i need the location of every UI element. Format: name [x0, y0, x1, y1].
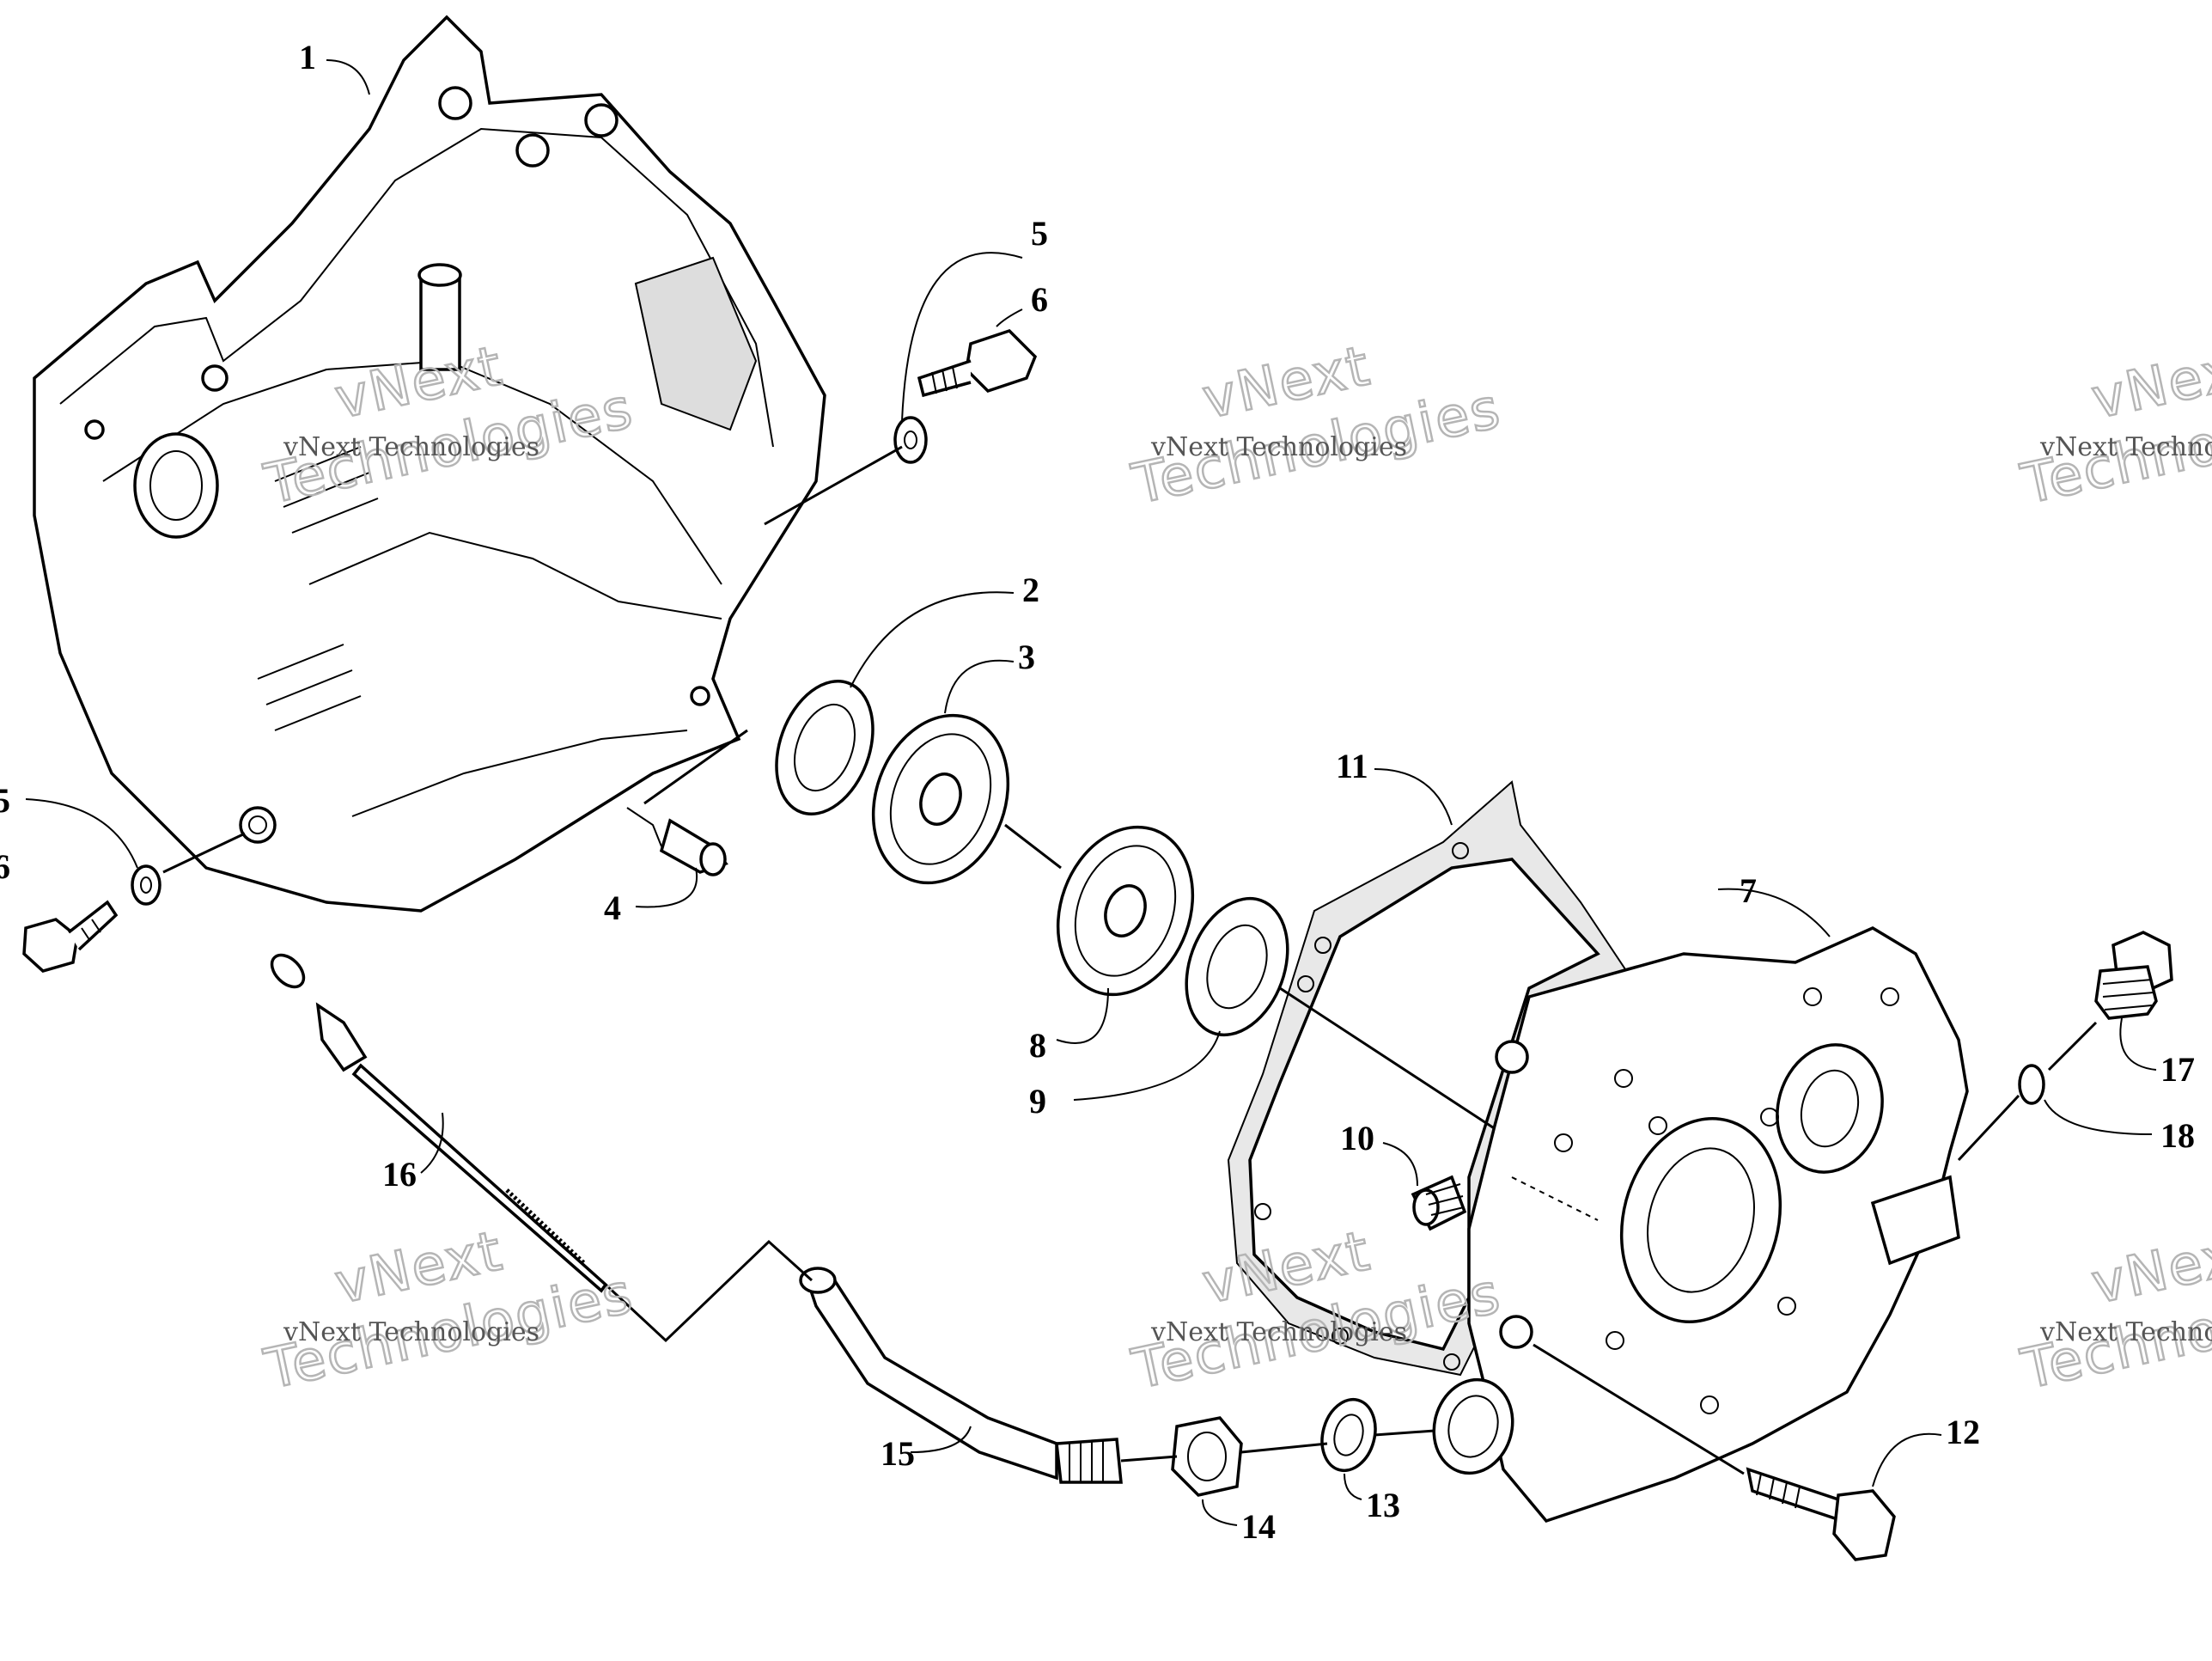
callout-3: 3 [1018, 638, 1035, 676]
callout-1: 1 [299, 38, 316, 76]
callout-5-upper: 5 [1031, 214, 1048, 253]
dowel-pin-4 [659, 818, 728, 876]
plug-10 [1411, 1175, 1467, 1231]
plug-17 [2094, 931, 2173, 1020]
callout-4: 4 [604, 889, 621, 927]
watermark-3: vNext Technologies vNext Technologies [2015, 333, 2212, 518]
callout-15: 15 [881, 1434, 915, 1473]
callout-18: 18 [2160, 1116, 2195, 1155]
callout-labels: 1 2 3 4 5 6 5 6 7 8 9 10 11 12 13 14 15 … [0, 38, 2195, 1546]
crankcase-cover-7 [1467, 926, 1969, 1524]
callout-6-lower: 6 [0, 847, 10, 886]
bearing-3 [871, 713, 1010, 885]
svg-text:vNext Technologies: vNext Technologies [283, 1317, 539, 1347]
fill-neck [1432, 1377, 1514, 1475]
bolt-lower-left [22, 900, 119, 973]
callout-2: 2 [1022, 571, 1039, 609]
leader-lines [25, 59, 2157, 1526]
callout-17: 17 [2160, 1050, 2195, 1089]
oil-seal-2 [775, 679, 874, 816]
svg-text:vNext Technologies: vNext Technologies [2039, 432, 2212, 462]
svg-text:vNext Technologies: vNext Technologies [1150, 1317, 1407, 1347]
callout-10: 10 [1340, 1119, 1374, 1157]
svg-text:vNext Technologies: vNext Technologies [1150, 432, 1407, 462]
svg-text:vNext Technologies: vNext Technologies [2039, 1317, 2212, 1347]
callout-16: 16 [382, 1155, 417, 1194]
crankcase-left-half [33, 15, 826, 913]
callout-7: 7 [1740, 871, 1757, 910]
watermark-2: vNext Technologies vNext Technologies [1126, 333, 1508, 518]
callout-11: 11 [1336, 747, 1368, 785]
callout-8: 8 [1029, 1026, 1046, 1065]
washer-upper [893, 416, 928, 464]
watermark-6: vNext Technologies vNext Technologies [2015, 1218, 2212, 1403]
washer-lower-left [131, 864, 161, 906]
oil-seal-9 [1185, 896, 1289, 1037]
dipstick-16 [270, 953, 608, 1293]
watermark-4: vNext Technologies vNext Technologies [259, 1218, 640, 1403]
seal-13 [1320, 1397, 1377, 1473]
callout-6-upper: 6 [1031, 280, 1048, 319]
nut-14 [1171, 1416, 1243, 1497]
callout-12: 12 [1946, 1413, 1980, 1451]
bolt-12 [1746, 1467, 1896, 1561]
o-ring-18 [2018, 1064, 2045, 1105]
callout-13: 13 [1366, 1486, 1400, 1524]
bolt-upper [917, 328, 1038, 398]
callout-5-lower: 5 [0, 781, 10, 820]
oil-filler-pipe-15 [799, 1267, 1123, 1484]
bearing-8 [1056, 825, 1195, 997]
svg-text:vNext Technologies: vNext Technologies [283, 432, 539, 462]
gasket-11 [1227, 780, 1634, 1377]
callout-14: 14 [1241, 1507, 1276, 1546]
callout-9: 9 [1029, 1082, 1046, 1121]
